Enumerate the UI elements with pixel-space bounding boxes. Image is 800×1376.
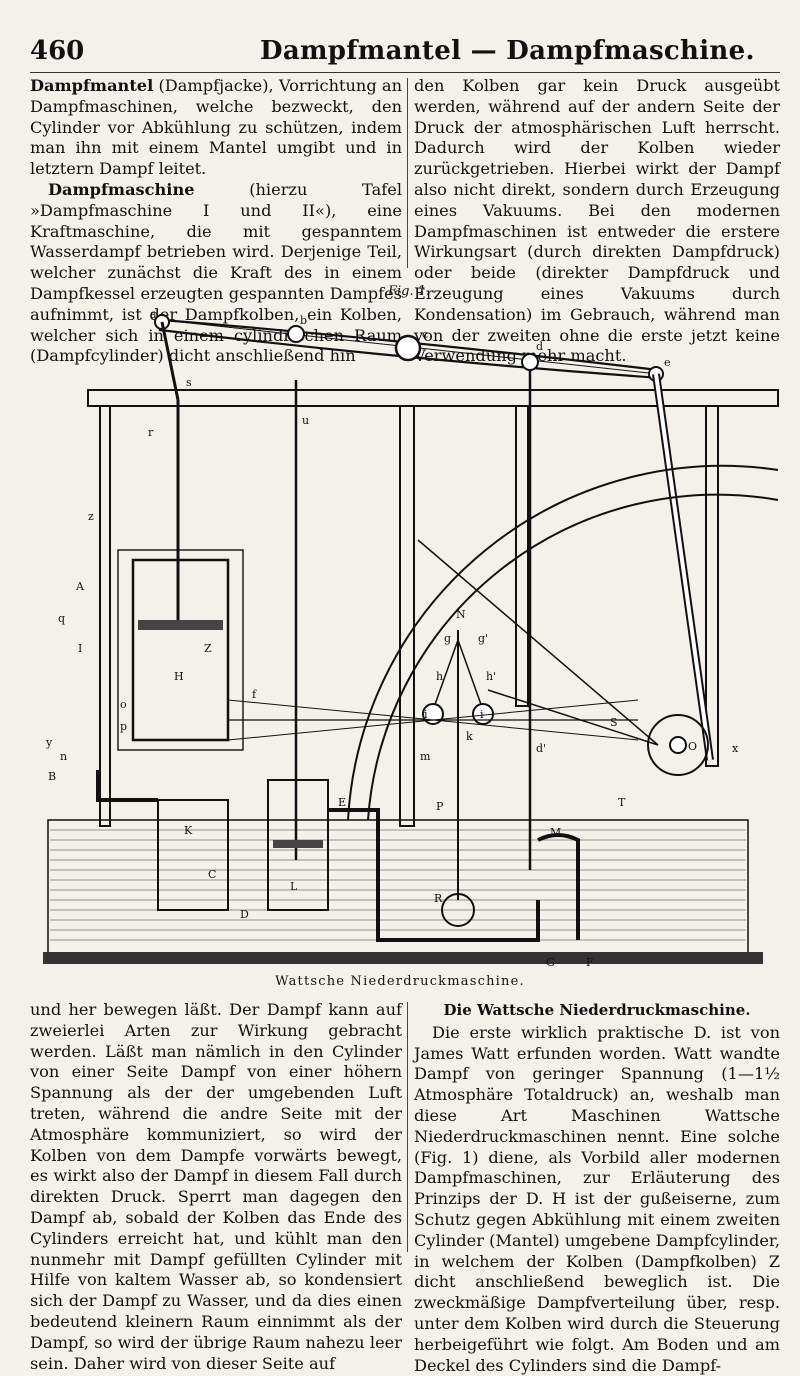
figure-letter: q (58, 612, 65, 625)
figure-label: Fig. 1. (388, 284, 431, 299)
page: 460 Dampfmantel — Dampfmaschine. Dampfma… (30, 36, 782, 1375)
flywheel-rim-inner (367, 493, 779, 821)
figure-letter: g (444, 632, 451, 645)
water-hatching (50, 829, 746, 941)
steam-jacket (117, 549, 244, 751)
hot-well-pipe (328, 808, 540, 942)
columns (99, 405, 719, 827)
figure-letter: a (150, 308, 157, 321)
figure-letter: r (148, 426, 154, 439)
figure-letter: g' (478, 632, 488, 645)
crank-shaft-O (669, 736, 687, 754)
beam-pivot-b (287, 325, 305, 343)
beam-pivot-c (394, 334, 422, 362)
figure-letter: A (75, 580, 85, 593)
figure-letter: H (174, 670, 184, 683)
figure-letter: Z (204, 642, 212, 655)
figure-letter: k (466, 730, 473, 743)
beam-pivot-d (521, 353, 539, 371)
figure-letter: D (240, 908, 249, 921)
figure-letter: m (420, 750, 431, 763)
figure-letter: d' (536, 742, 546, 755)
engine-illustration: a b c d e s r u z A q I H Z f o p y n B … (43, 308, 779, 969)
figure-letter: E (338, 796, 346, 809)
air-pump-bucket (273, 840, 323, 848)
figure-letter: P (436, 800, 444, 813)
figure-letter: i (424, 708, 428, 721)
column-divider (407, 78, 408, 268)
figure-letter: o (120, 698, 127, 711)
figure-letter: y (45, 736, 53, 749)
figure-letter: O (688, 740, 697, 753)
column-divider (407, 1002, 408, 1252)
paragraph: und her bewegen läßt. Der Dampf kann auf… (30, 1000, 402, 1373)
figure-letter: K (184, 824, 193, 837)
figure-letter: B (48, 770, 56, 783)
figure-letter: N (456, 608, 466, 621)
flywheel-rim-outer (347, 464, 779, 821)
figure-letter: b (300, 314, 307, 327)
entry-text: (hierzu Tafel »Dampfmaschine I und II«),… (30, 179, 402, 366)
governor-arm (432, 639, 459, 711)
figure-letter: f (252, 688, 257, 701)
figure-letter: L (290, 880, 298, 893)
figure-letter: i (480, 708, 484, 721)
figure-letter: c (422, 328, 428, 341)
figure-letter: z (88, 510, 94, 523)
crank-disc (647, 714, 709, 776)
foundation (43, 952, 763, 964)
governor-ball (422, 703, 444, 725)
cylinder-H (131, 558, 230, 742)
left-column-top: Dampfmantel (Dampfjacke), Vorrichtung an… (30, 76, 402, 367)
steam-pipe (96, 770, 158, 802)
figure-letter: R (434, 892, 443, 905)
paragraph: den Kolben gar kein Druck ausgeübt werde… (414, 76, 780, 366)
figure-letter: n (60, 750, 67, 763)
flywheel-spoke (487, 689, 659, 746)
entry-text: (Dampfjacke), Vorrichtung an Dampfmaschi… (30, 76, 402, 179)
entry-term: Dampfmaschine (48, 179, 195, 199)
figure-engine-drawing: a b c d e s r u z A q I H Z f o p y n B … (38, 300, 782, 972)
page-number: 460 (30, 36, 85, 66)
left-column-bottom: und her bewegen läßt. Der Dampf kann auf… (30, 1000, 402, 1374)
figure-letter: x (732, 742, 739, 755)
figure-letter: G (546, 956, 555, 969)
figure-letter: S (610, 716, 618, 729)
figure-letter: F (586, 956, 594, 969)
figure-letter: C (208, 868, 216, 881)
figure-letter: h (436, 670, 443, 683)
parallel-motion-link (160, 321, 180, 401)
header-rule (30, 72, 780, 73)
figure-letter: T (618, 796, 626, 809)
brace (227, 699, 639, 741)
figure-letter: p (120, 720, 127, 733)
figure-letter: e (664, 356, 671, 369)
figure-caption: Wattsche Niederdruckmaschine. (275, 974, 525, 989)
figure-letter: u (302, 414, 309, 427)
paragraph: Die erste wirklich praktische D. ist von… (414, 1022, 781, 1375)
figure-letter: M (550, 826, 561, 839)
entry-dampfmantel: Dampfmantel (Dampfjacke), Vorrichtung an… (30, 76, 402, 180)
right-column-top: den Kolben gar kein Druck ausgeübt werde… (414, 76, 780, 367)
page-header: 460 Dampfmantel — Dampfmaschine. (30, 36, 780, 70)
air-pump-L (267, 779, 329, 911)
entry-dampfmaschine: Dampfmaschine (hierzu Tafel »Dampfmaschi… (30, 180, 402, 367)
figure-letter: d (536, 340, 543, 353)
figure-letter: I (78, 642, 82, 655)
running-head: Dampfmantel — Dampfmaschine. (260, 36, 755, 66)
right-column-bottom: Die Wattsche Niederdruckmaschine. Die er… (414, 1000, 780, 1376)
entablature (87, 389, 779, 407)
flywheel-spoke (417, 539, 659, 746)
entry-term: Dampfmantel (30, 76, 154, 95)
condenser-K (157, 799, 229, 911)
figure-letter: h' (486, 670, 496, 683)
piston-Z (138, 620, 223, 630)
feed-pipe-M (537, 833, 580, 940)
section-heading: Die Wattsche Niederdruckmaschine. (443, 1001, 751, 1019)
figure-letter: s (186, 376, 192, 389)
gear-R (441, 893, 475, 927)
governor-arm (457, 639, 484, 711)
